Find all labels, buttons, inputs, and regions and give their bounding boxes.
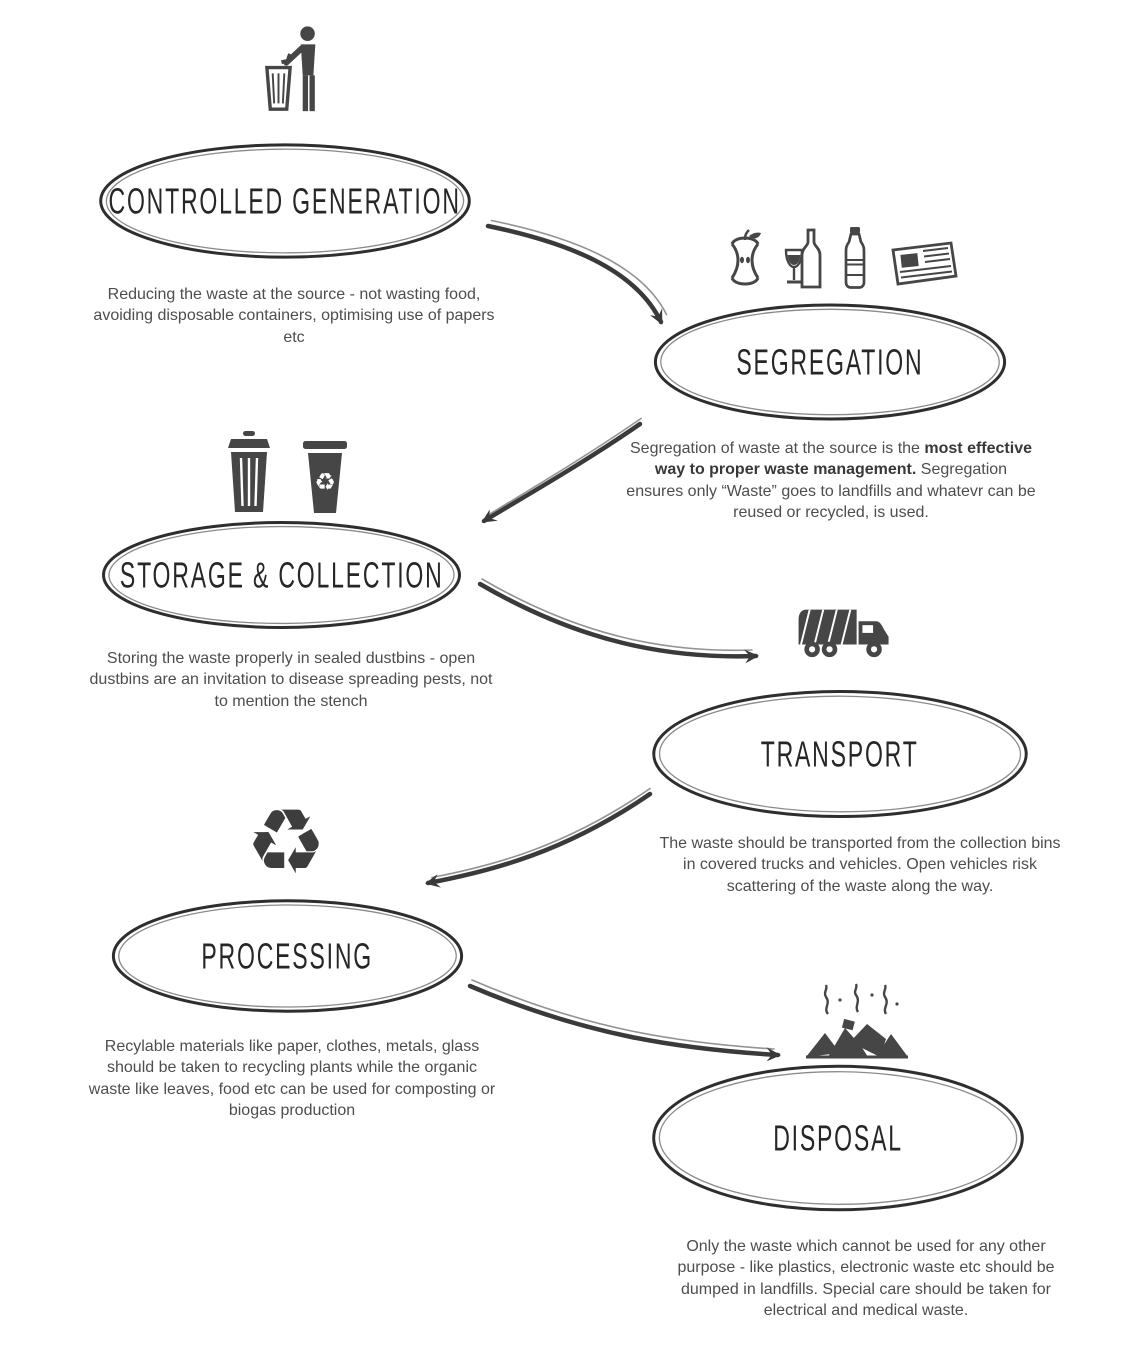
landfill-pile-icon (798, 982, 916, 1060)
stage-bubble-outline (108, 896, 467, 1016)
person-littering-icon (252, 24, 336, 116)
stage-bubble-outline (98, 518, 465, 632)
stage-description: Segregation of waste at the source is th… (625, 438, 1037, 523)
stage-bubble-outline (648, 686, 1032, 822)
stage-title: SEGREGATION (736, 341, 924, 382)
stage-bubble: CONTROLLED GENERATION (95, 140, 475, 262)
newspaper-icon (885, 238, 965, 290)
desc-text: Segregation of waste at the source is th… (630, 440, 925, 457)
arrow-storage-to-transport (477, 581, 759, 664)
stage-description: Only the waste which cannot be used for … (677, 1238, 1055, 1319)
stage-description: Recylable materials like paper, clothes,… (88, 1038, 496, 1119)
stage-description: The waste should be transported from the… (659, 835, 1061, 895)
stage-title: STORAGE & COLLECTION (119, 554, 444, 595)
stage-bubble-outline (650, 300, 1010, 424)
water-bottle-icon (840, 226, 870, 290)
apple-core-icon (722, 228, 768, 290)
stage-title: CONTROLLED GENERATION (108, 180, 462, 221)
stage-title: DISPOSAL (773, 1117, 903, 1158)
stage-bubble: TRANSPORT (648, 686, 1032, 822)
recycling-symbol-icon: ♻ (245, 790, 327, 895)
stage-title: PROCESSING (201, 935, 374, 976)
recycle-bin-icon: ♻ (300, 434, 350, 514)
stage-bubble-outline (95, 140, 475, 262)
garbage-truck-icon (793, 600, 898, 660)
arrow-processing-to-disposal (467, 983, 781, 1062)
stage-bubble-outline (648, 1060, 1028, 1216)
desc-bold-text: most effective way to proper waste manag… (654, 440, 1032, 479)
arrow-transport-to-processing (425, 791, 653, 888)
stage-description: Reducing the waste at the source - not w… (93, 286, 495, 346)
arrow-generation-to-segregation (485, 223, 664, 325)
stage-bubble: SEGREGATION (650, 300, 1010, 424)
stage-bubble: DISPOSAL (648, 1060, 1028, 1216)
bins-icons-row: ♻ (224, 428, 362, 514)
stage-bubble: STORAGE & COLLECTION (98, 518, 465, 632)
arrow-segregation-to-storage (481, 421, 643, 524)
stage-bubble: PROCESSING (108, 896, 467, 1016)
wine-bottle-glass-icon (783, 228, 825, 290)
svg-text:♻: ♻ (314, 468, 336, 496)
desc-text: Segregation ensures only “Waste” goes to… (626, 461, 1036, 521)
stage-description: Storing the waste properly in sealed dus… (89, 650, 493, 710)
dustbin-icon (224, 430, 274, 514)
segregation-icons-row (722, 224, 972, 290)
stage-title: TRANSPORT (761, 733, 919, 774)
